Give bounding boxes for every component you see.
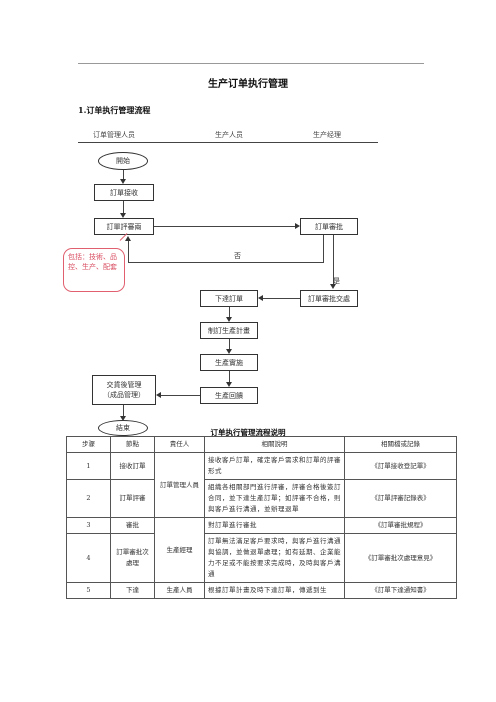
flow-production-reply-label: 生產回饋: [215, 391, 243, 400]
flow-make-plan-label: 制訂生產計畫: [208, 326, 250, 335]
arrow-right-icon: [295, 223, 300, 229]
table-row: 5 下達 生產人員 根據訂單計畫及時下達訂單，傳遞到生 《訂單下達通知書》: [66, 582, 457, 599]
cell-owner: 訂單管理人員: [154, 452, 205, 518]
cell-owner: 生產經理: [154, 517, 205, 583]
arrow-down-icon: [226, 382, 232, 387]
role-production-manager: 生产经理: [313, 131, 341, 139]
arrow-up-icon: [125, 236, 131, 241]
connector: [229, 307, 230, 318]
connector: [160, 395, 200, 396]
doc-title: 生产订单执行管理: [208, 79, 288, 90]
arrow-down-icon: [226, 317, 232, 322]
connector: [128, 240, 129, 262]
review-callout-note: 包括：技術、品控、生产、配套: [63, 248, 125, 292]
flow-production-label: 生產實施: [215, 358, 243, 367]
process-table: 步骤 節點 責任人 相關說明 相關檔或記錄 1 接收訂單 訂單管理人員 接收客戶…: [66, 436, 457, 599]
role-order-manager: 订单管理人员: [93, 131, 135, 139]
table-row: 1 接收訂單 訂單管理人員 接收客戶訂單，確定客戶需求和訂單的評審形式 《訂單接…: [66, 452, 457, 518]
table-row: 3 審批 生產經理 對訂單進行審批 《訂單審批規程》: [66, 517, 457, 583]
table-row: 4 訂單審批次處理 訂單無法滿足客戶要求時，與客戶進行溝通與協調，並做退單處理；…: [66, 533, 457, 583]
flow-start-label: 開始: [116, 157, 130, 165]
arrow-left-icon: [258, 295, 263, 301]
cell-node: 審批: [110, 517, 155, 534]
connector: [154, 226, 298, 227]
cell-desc: 訂單無法滿足客戶要求時，與客戶進行溝通與協調，並做退單處理；如有延期、企業能力不…: [204, 533, 345, 583]
cell-step: 5: [66, 582, 111, 599]
flow-production-reply: 生產回饋: [200, 387, 258, 404]
table-title: 订单执行管理流程说明: [210, 428, 286, 437]
flow-end-label: 結束: [116, 424, 130, 432]
arrow-down-icon: [120, 416, 126, 421]
cell-desc: 組織各相關部門進行評審，評審合格後簽訂合同，並下達生產訂單；如評審不合格，則與客…: [204, 479, 345, 518]
cell-step: 3: [66, 517, 111, 534]
connector: [262, 298, 300, 299]
header-owner: 責任人: [154, 436, 205, 453]
arrow-down-icon: [226, 349, 232, 354]
header-record: 相關檔或記錄: [344, 436, 457, 453]
connector: [128, 262, 324, 263]
cell-node: 接收訂單: [110, 452, 155, 480]
role-production-staff: 生产人员: [215, 131, 243, 139]
cell-record: 《訂單接收登記單》: [344, 452, 457, 480]
cell-desc: 對訂單進行審批: [204, 517, 345, 534]
cell-record: 《訂單審批規程》: [344, 517, 457, 534]
header-desc: 相關說明: [204, 436, 345, 453]
flow-issue-order-label: 下達訂單: [215, 294, 243, 303]
flow-order-review-label: 訂單評審兩: [106, 222, 142, 231]
cell-step: 1: [66, 452, 111, 480]
cell-step: 2: [66, 479, 111, 518]
table-header-row: 步骤 節點 責任人 相關說明 相關檔或記錄: [66, 436, 457, 453]
cell-record: 《訂單審批次處理意見》: [344, 533, 457, 583]
flow-approval-handling-label: 訂單審批交處: [308, 294, 350, 303]
section-title: 1.订单执行管理流程: [78, 105, 151, 115]
cell-record: 《訂單評審記錄表》: [344, 479, 457, 518]
flow-after-delivery-label-1: 交貨後管理: [106, 381, 142, 389]
connector: [123, 170, 124, 180]
flow-make-plan: 制訂生產計畫: [200, 322, 258, 339]
connector: [229, 371, 230, 383]
flow-order-approve-label: 訂單審批: [315, 222, 343, 231]
flow-no-label: 否: [234, 252, 241, 260]
cell-record: 《訂單下達通知書》: [344, 582, 457, 599]
connector: [123, 405, 124, 417]
flow-after-delivery-label-2: （成品管理）: [103, 391, 145, 399]
flow-yes-label: 是: [333, 277, 340, 285]
cell-desc: 根據訂單計畫及時下達訂單，傳遞到生: [204, 582, 345, 599]
cell-step: 4: [66, 533, 111, 583]
table-row: 2 訂單評審 組織各相關部門進行評審，評審合格後簽訂合同，並下達生產訂單；如評審…: [66, 479, 457, 518]
flow-order-receive: 訂單接收: [94, 184, 154, 201]
header-node: 節點: [110, 436, 155, 453]
cell-node: 下達: [110, 582, 155, 599]
cell-node: 訂單評審: [110, 479, 155, 518]
arrow-left-icon: [156, 392, 161, 398]
flow-after-delivery: 交貨後管理 （成品管理）: [92, 375, 156, 405]
flow-production: 生產實施: [200, 354, 258, 371]
arrow-down-icon: [120, 179, 126, 184]
cell-node: 訂單審批次處理: [110, 533, 155, 583]
header-rule: [78, 63, 424, 64]
flow-approval-handling: 訂單審批交處: [300, 290, 358, 307]
flow-end: 結束: [98, 420, 148, 436]
connector: [323, 235, 324, 262]
flow-start: 開始: [98, 152, 148, 170]
connector: [123, 201, 124, 214]
cell-desc: 接收客戶訂單，確定客戶需求和訂單的評審形式: [204, 452, 345, 480]
flow-order-receive-label: 訂單接收: [110, 188, 138, 197]
cell-owner: 生產人員: [154, 582, 205, 599]
flow-issue-order: 下達訂單: [200, 290, 258, 307]
flow-order-review: 訂單評審兩: [94, 218, 154, 235]
flow-order-approve: 訂單審批: [300, 218, 358, 235]
arrow-down-icon: [120, 213, 126, 218]
connector: [333, 235, 334, 285]
header-step: 步骤: [66, 436, 111, 453]
arrow-down-icon: [330, 284, 336, 289]
roles-rule: [78, 142, 378, 143]
connector: [229, 339, 230, 350]
